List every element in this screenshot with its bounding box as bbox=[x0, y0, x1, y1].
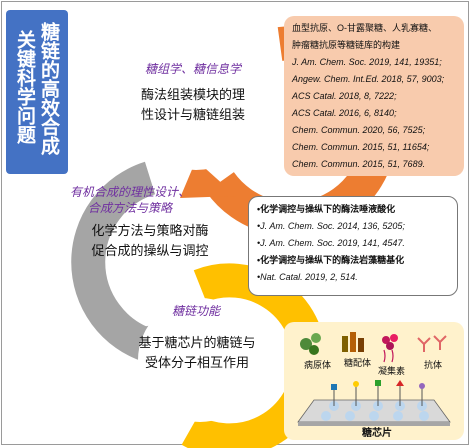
stage1-body-line2: 性设计与糖链组装 bbox=[140, 108, 245, 123]
lectin-icon bbox=[382, 334, 398, 363]
stage2-heading-line2: 合成方法与策略 bbox=[87, 201, 172, 215]
side-title-box: 糖链的高效合成 关键科学问题 bbox=[6, 10, 68, 174]
antibody-icon bbox=[417, 335, 447, 352]
glycan-chip-box: 病原体 糖配体 凝集素 抗体 糖芯片 bbox=[284, 322, 464, 440]
ref-top-line: Angew. Chem. Int.Ed. 2018, 57, 9003; bbox=[292, 74, 445, 84]
glycoconjugate-label: 糖配体 bbox=[344, 357, 371, 369]
stage3-heading: 糖链功能 bbox=[171, 304, 220, 318]
ref-mid-line: •化学调控与操纵下的酶法唾液酸化 bbox=[257, 204, 396, 214]
ref-top-line: J. Am. Chem. Soc. 2019, 141, 19351; bbox=[292, 57, 442, 67]
ref-mid-line: •化学调控与操纵下的酶法岩藻糖基化 bbox=[257, 255, 405, 265]
gray-arc bbox=[71, 161, 156, 363]
stage2-body-line2: 促合成的操纵与调控 bbox=[91, 244, 209, 259]
references-mid-box: •化学调控与操纵下的酶法唾液酸化 •J. Am. Chem. Soc. 2014… bbox=[248, 196, 458, 296]
stage2-body: 化学方法与策略对酶 促合成的操纵与调控 bbox=[70, 222, 230, 262]
glycoconjugate-icon bbox=[342, 332, 364, 352]
ref-top-line: 肿瘤糖抗原等糖链库的构建 bbox=[292, 40, 401, 50]
ref-top-line: 血型抗原、O-甘露聚糖、人乳寡糖、 bbox=[292, 23, 437, 33]
ref-top-line: ACS Catal. 2018, 8, 7222; bbox=[292, 91, 397, 101]
ref-mid-line: •J. Am. Chem. Soc. 2019, 141, 4547. bbox=[257, 238, 405, 248]
lectin-label: 凝集素 bbox=[378, 365, 405, 377]
glycan-trees bbox=[333, 384, 423, 406]
stage3-body-line2: 受体分子相互作用 bbox=[144, 356, 249, 371]
ref-top-line: Chem. Commun. 2015, 51, 11654; bbox=[292, 142, 430, 152]
side-title-line2: 关键科学问题 bbox=[14, 30, 36, 144]
stage3-body-line1: 基于糖芯片的糖链与 bbox=[138, 336, 256, 351]
ref-mid-line: •Nat. Catal. 2019, 2, 514. bbox=[257, 272, 358, 282]
ref-top-line: ACS Catal. 2016, 6, 8140; bbox=[292, 108, 397, 118]
stage2-body-line1: 化学方法与策略对酶 bbox=[91, 224, 209, 239]
glycan-chip-label: 糖芯片 bbox=[362, 426, 392, 439]
stage2-heading: 有机合成的理性设计、 合成方法与策略 bbox=[60, 184, 200, 216]
stage2-heading-line1: 有机合成的理性设计、 bbox=[69, 185, 190, 199]
pathogen-icon bbox=[300, 333, 321, 355]
references-top-box: 血型抗原、O-甘露聚糖、人乳寡糖、 肿瘤糖抗原等糖链库的构建 J. Am. Ch… bbox=[284, 16, 464, 176]
stage1-body-line1: 酶法组装模块的理 bbox=[140, 88, 245, 103]
ref-mid-line: •J. Am. Chem. Soc. 2014, 136, 5205; bbox=[257, 221, 405, 231]
glycan-chip-illustration: 病原体 糖配体 凝集素 抗体 糖芯片 bbox=[297, 332, 451, 439]
stage1-heading: 糖组学、糖信息学 bbox=[144, 62, 241, 76]
stage3-body: 基于糖芯片的糖链与 受体分子相互作用 bbox=[112, 334, 282, 374]
side-title-line1: 糖链的高效合成 bbox=[38, 22, 60, 155]
antibody-label: 抗体 bbox=[424, 359, 442, 371]
ref-top-line: Chem. Commun. 2020, 56, 7525; bbox=[292, 125, 426, 135]
pathogen-label: 病原体 bbox=[304, 359, 331, 371]
ref-top-line: Chem. Commun. 2015, 51, 7689. bbox=[292, 159, 426, 169]
stage1-body: 酶法组装模块的理 性设计与糖链组装 bbox=[118, 86, 268, 126]
